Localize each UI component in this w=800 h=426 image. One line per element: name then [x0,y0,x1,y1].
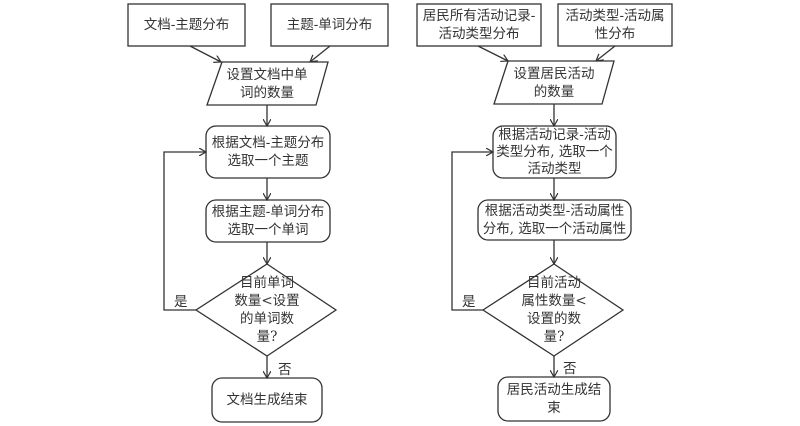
left-arrow-input1 [189,45,221,62]
right-decision-line3: 设置的数 [527,311,581,327]
left-input-box-1 [127,3,246,47]
right-step2-label: 根据活动类型-活动属性 分布, 选取一个活动属性 [478,200,631,240]
left-step1-label: 根据文档-主题分布 选取一个主题 [206,126,330,178]
left-step2-label: 根据主题-单词分布 选取一个单词 [206,200,330,242]
right-decision-line2: 属性数量< [521,293,587,309]
left-step1-line1: 根据文档-主题分布 [211,135,325,151]
right-step1-label: 根据活动记录-活动 类型分布, 选取一个 活动类型 [493,126,616,178]
right-input-2-line1: 活动类型-活动属 [565,8,665,24]
left-decision-line1: 目前单词 [240,275,294,291]
right-input-2-line2: 性分布 [594,26,636,42]
left-step2-box [205,199,331,243]
right-arrow-input1 [477,45,508,61]
right-loop-arrow [451,152,493,311]
right-step2-line2: 分布, 选取一个活动属性 [482,221,627,237]
left-step2-line2: 选取一个单词 [227,222,309,238]
right-yes-label: 是 [462,294,476,310]
left-set-count-line1: 设置文档中单 [226,66,308,83]
left-step2-line1: 根据主题-单词分布 [211,204,325,220]
right-set-count-line1: 设置居民活动 [513,65,595,82]
right-step1-line1: 根据活动记录-活动 [498,126,611,143]
right-set-count-line2: 的数量 [533,83,575,100]
right-end-box [497,376,611,422]
left-loop-arrow [163,152,206,311]
left-decision-label: 目前单词 数量<设置 的单词数 量? [226,273,308,347]
right-decision-label: 目前活动 属性数量< 设置的数 量? [513,273,595,347]
right-input-1-line1: 居民所有活动记录- [422,8,536,24]
right-end-line2: 束 [547,400,561,416]
left-decision-line4: 量? [256,329,278,345]
left-no-label: 否 [278,362,292,378]
right-end-line1: 居民活动生成结 [506,382,602,398]
left-yes-label: 是 [174,294,188,310]
right-end-label: 居民活动生成结 束 [498,377,610,421]
left-arrow-input2 [310,45,331,62]
left-end-label: 文档生成结束 [226,392,308,408]
right-input-2-label: 活动类型-活动属 性分布 [558,4,672,46]
left-set-count-line2: 词的数量 [240,84,294,101]
left-input-2-label: 主题-单词分布 [286,17,373,33]
right-set-count-label: 设置居民活动 的数量 [500,61,608,104]
right-decision-line4: 量? [543,329,565,345]
right-step1-line2: 类型分布, 选取一个 [496,143,613,160]
right-input-1-label: 居民所有活动记录- 活动类型分布 [417,4,541,46]
left-step1-line2: 选取一个主题 [227,153,309,169]
right-step2-line1: 根据活动类型-活动属性 [484,203,625,219]
left-set-count-parallelogram [206,61,329,106]
left-input-1-label: 文档-主题分布 [143,17,230,33]
right-decision-line1: 目前活动 [527,275,581,291]
right-set-count-parallelogram [493,60,615,105]
left-decision-line3: 的单词数 [240,311,294,327]
left-decision-line2: 数量<设置 [234,293,300,309]
right-no-label: 否 [563,361,577,377]
right-input-1-line2: 活动类型分布 [438,26,520,42]
left-end-box [211,377,323,423]
right-step1-line3: 活动类型 [527,160,582,177]
right-arrow-input2 [596,45,616,61]
left-set-count-label: 设置文档中单 词的数量 [212,62,322,105]
